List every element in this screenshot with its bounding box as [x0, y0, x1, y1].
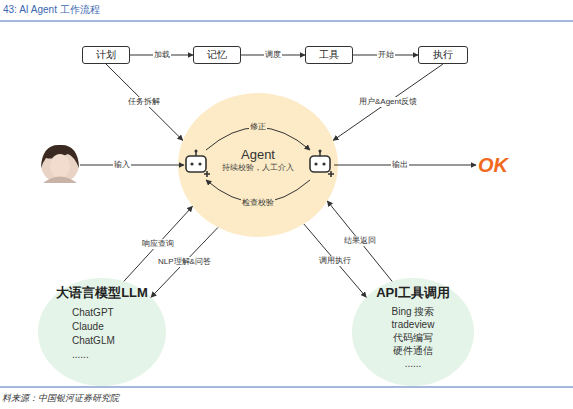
free-label: 输入	[113, 160, 131, 170]
figure-title: 43: AI Agent 工作流程	[3, 3, 100, 17]
edge-label: 用户&Agent反馈	[358, 97, 418, 107]
edge-label: NLP理解&问答	[157, 257, 212, 267]
free-label: 检查校验	[241, 198, 275, 208]
edge-label: 开始	[377, 50, 395, 60]
connector-arrow	[304, 224, 366, 297]
llm-circle: 大语言模型LLM ChatGPT Claude ChatGLM ......	[38, 278, 166, 386]
connector-arrow	[333, 64, 443, 140]
figure-caption: 料来源：中国银河证券研究院	[2, 392, 119, 405]
caption-rule	[0, 387, 573, 388]
free-label: 修正	[249, 122, 267, 132]
node-text: 大语言模型LLM	[56, 285, 148, 301]
edge-label: 加载	[153, 50, 171, 60]
node-text: 持续校验，人工介入	[222, 162, 294, 173]
robot-icon	[310, 150, 334, 178]
connector-arrow	[327, 201, 392, 281]
node-text: 计划	[96, 48, 116, 62]
free-label: OK	[477, 154, 509, 176]
node-text: 工具	[319, 48, 339, 62]
title-rule	[0, 21, 573, 22]
connector-arrow	[124, 206, 193, 281]
process-box: 计划	[82, 46, 130, 64]
edge-label: 调度	[264, 50, 282, 60]
node-text: 记忆	[207, 48, 227, 62]
edge-label: 结果返回	[343, 236, 377, 246]
input-arrow	[80, 165, 184, 166]
edge-label: 任务拆解	[127, 97, 161, 107]
node-text: 执行	[433, 48, 453, 62]
process-box: 执行	[418, 46, 468, 64]
robot-icon	[186, 150, 210, 178]
tool-circle: API工具调用 Bing 搜索 tradeview 代码编写 硬件通信 .....…	[352, 278, 474, 386]
process-box: 工具	[305, 46, 353, 64]
node-text: Agent	[241, 147, 275, 162]
edge-label: 调用执行	[318, 256, 352, 266]
agent-circle: Agent持续校验，人工介入	[178, 93, 338, 237]
connector-arrow	[106, 64, 183, 140]
node-text: API工具调用	[376, 285, 450, 301]
free-label: 输出	[391, 160, 409, 170]
person-avatar	[41, 145, 79, 183]
node-text: ChatGPT Claude ChatGLM ......	[72, 306, 124, 362]
edge-label: 响应查询	[141, 239, 175, 249]
process-box: 记忆	[193, 46, 241, 64]
node-text: Bing 搜索 tradeview 代码编写 硬件通信 ......	[387, 305, 439, 370]
